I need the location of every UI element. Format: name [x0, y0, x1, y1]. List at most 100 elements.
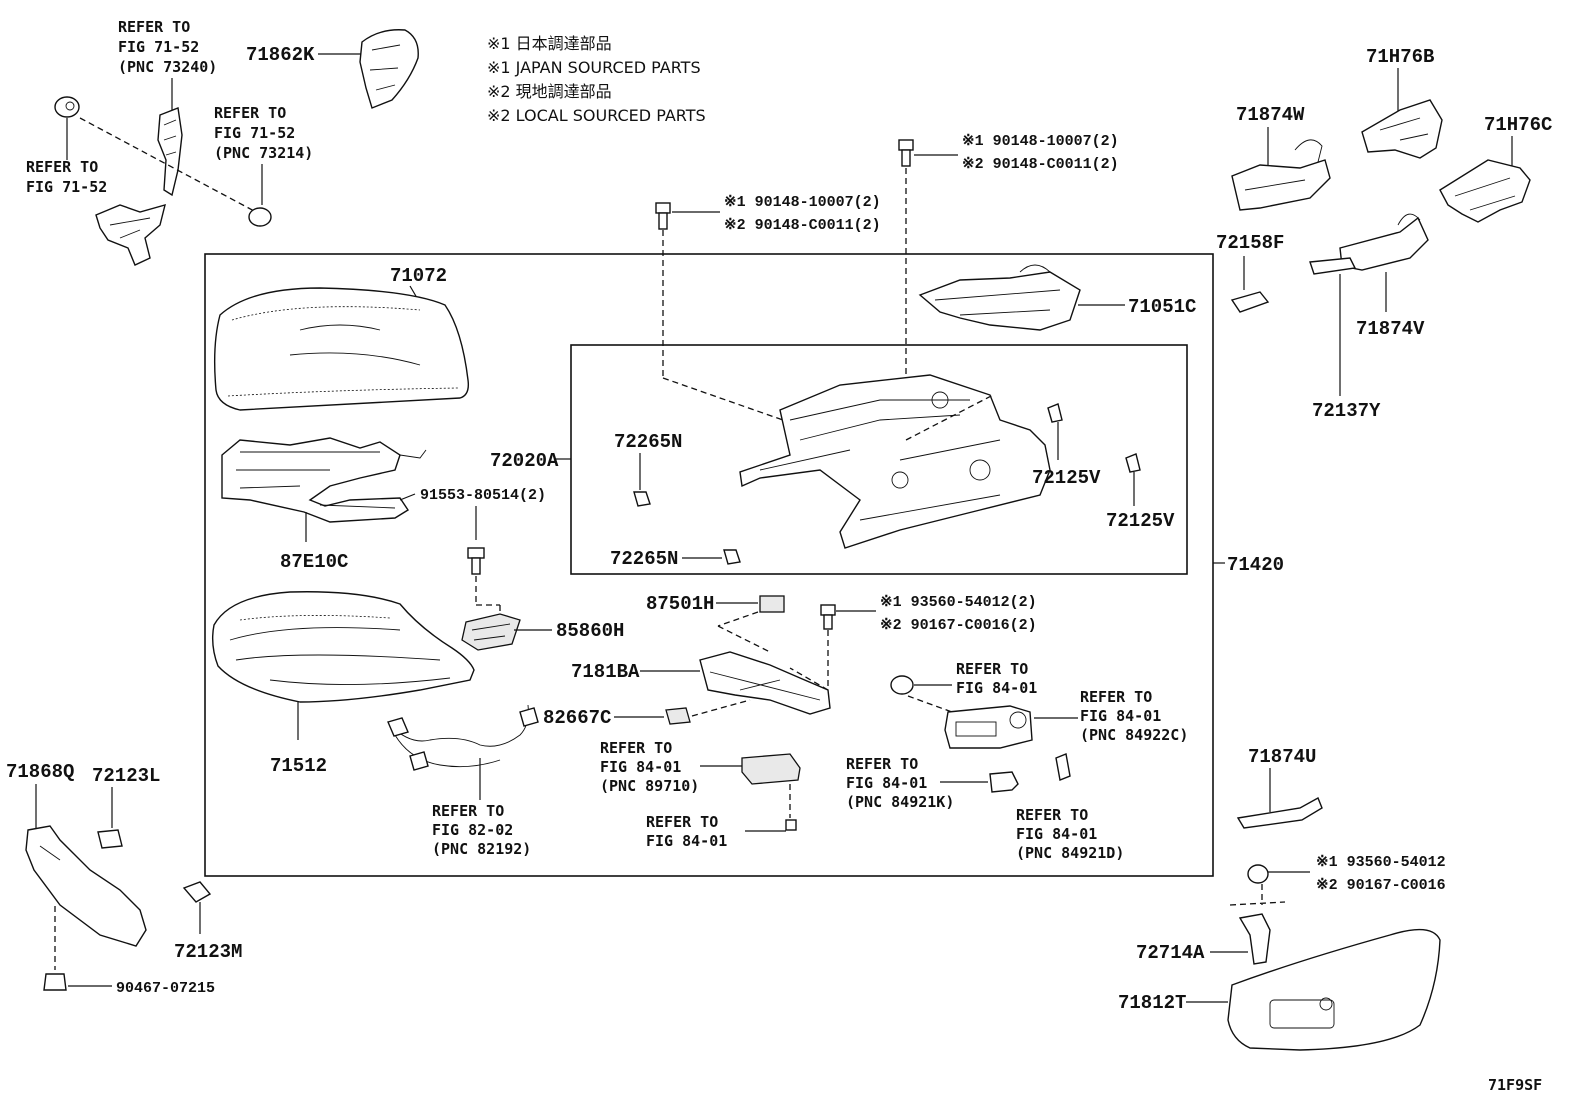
part-number-87501H[interactable]: 87501H — [646, 593, 714, 615]
ref-fig-71-52-pnc-73240[interactable]: REFER TO FIG 71-52 (PNC 73240) — [118, 18, 217, 76]
part-71874W: 71874W — [1231, 104, 1331, 211]
clip-72125V-upper: 72125V — [1032, 403, 1101, 489]
svg-text:(PNC 82192): (PNC 82192) — [432, 840, 531, 858]
part-72137Y: 72137Y — [1309, 257, 1381, 422]
bolt-90148-c0011-lower[interactable]: ※2 90148-C0011(2) — [724, 217, 881, 234]
part-number-72265N-upper[interactable]: 72265N — [614, 431, 682, 453]
part-number-71874U[interactable]: 71874U — [1248, 746, 1316, 768]
clip-ring-icon — [248, 207, 272, 227]
part-number-91553-80514[interactable]: 91553-80514(2) — [420, 487, 546, 504]
ref-fig-84-01-pnc-84921d[interactable]: REFER TO FIG 84-01 (PNC 84921D) — [1016, 806, 1124, 862]
svg-text:FIG 84-01: FIG 84-01 — [846, 774, 927, 792]
part-number-72158F[interactable]: 72158F — [1216, 232, 1284, 254]
seatbelt-buckle-group: REFER TO FIG 71-52 (PNC 73240) REFER TO … — [26, 18, 313, 266]
ref-fig-82-02-pnc-82192[interactable]: REFER TO FIG 82-02 (PNC 82192) — [432, 802, 531, 858]
svg-text:(PNC 84921D): (PNC 84921D) — [1016, 844, 1124, 862]
harness-bracket-illustration — [95, 204, 166, 266]
svg-text:FIG 84-01: FIG 84-01 — [1016, 825, 1097, 843]
svg-text:FIG 71-52: FIG 71-52 — [118, 38, 199, 56]
svg-text:FIG 71-52: FIG 71-52 — [26, 178, 107, 196]
side-cover-71812T: 71812T — [1118, 928, 1441, 1051]
wire-harness-82192: REFER TO FIG 82-02 (PNC 82192) — [387, 704, 539, 858]
part-71H76C: 71H76C — [1439, 114, 1552, 223]
note-local-en: ※2 LOCAL SOURCED PARTS — [487, 106, 706, 125]
part-number-71874W[interactable]: 71874W — [1236, 104, 1305, 126]
buckle-illustration — [157, 107, 183, 197]
bracket-7181BA: 7181BA — [571, 651, 831, 715]
svg-text:FIG 84-01: FIG 84-01 — [1080, 707, 1161, 725]
switch-84922C: REFER TO FIG 84-01 REFER TO FIG 84-01 (P… — [890, 660, 1188, 749]
note-japan-jp: ※1 日本調達部品 — [487, 34, 612, 53]
part-number-71H76B[interactable]: 71H76B — [1366, 46, 1434, 68]
part-number-72123M[interactable]: 72123M — [174, 941, 242, 963]
bolt-90148-upper: ※1 90148-10007(2) ※2 90148-C0011(2) — [898, 133, 1119, 440]
part-72714A: 72714A — [1136, 913, 1271, 965]
svg-text:REFER TO: REFER TO — [1080, 688, 1152, 706]
svg-text:(PNC 73240): (PNC 73240) — [118, 58, 217, 76]
module-85860H: 85860H — [461, 613, 624, 651]
part-number-85860H[interactable]: 85860H — [556, 620, 624, 642]
ref-fig-71-52[interactable]: REFER TO FIG 71-52 — [26, 158, 107, 196]
part-number-82667C[interactable]: 82667C — [543, 707, 611, 729]
part-number-71H76C[interactable]: 71H76C — [1484, 114, 1552, 136]
svg-text:REFER TO: REFER TO — [432, 802, 504, 820]
clip-72265N-lower: 72265N — [610, 548, 741, 570]
screw-91553 — [467, 547, 501, 622]
part-number-87E10C[interactable]: 87E10C — [280, 551, 348, 573]
bolt-90148-c0011-upper[interactable]: ※2 90148-C0011(2) — [962, 156, 1119, 173]
part-number-71072[interactable]: 71072 — [390, 265, 447, 287]
svg-text:(PNC 84922C): (PNC 84922C) — [1080, 726, 1188, 744]
clip-72123M: 72123M — [174, 881, 242, 963]
seat-track-72020A: 72020A — [490, 374, 1051, 549]
part-number-71512[interactable]: 71512 — [270, 755, 327, 777]
svg-text:REFER TO: REFER TO — [646, 813, 718, 831]
svg-text:FIG 71-52: FIG 71-52 — [214, 124, 295, 142]
ref-fig-84-01-pnc-84921k[interactable]: REFER TO FIG 84-01 (PNC 84921K) — [846, 755, 954, 811]
part-number-71812T[interactable]: 71812T — [1118, 992, 1186, 1014]
ref-fig-84-01-pnc-89710[interactable]: REFER TO FIG 84-01 (PNC 89710) — [600, 739, 699, 795]
ref-fig-71-52-pnc-73214[interactable]: REFER TO FIG 71-52 (PNC 73214) — [214, 104, 313, 162]
bolt-90148-lower: ※1 90148-10007(2) ※2 90148-C0011(2) — [655, 194, 881, 441]
ref-fig-84-01-screw[interactable]: REFER TO FIG 84-01 — [646, 813, 727, 850]
sourcing-notes: ※1 日本調達部品 ※1 JAPAN SOURCED PARTS ※2 現地調達… — [487, 34, 706, 125]
bolt-93560-54012-lower[interactable]: ※1 93560-54012 — [1316, 854, 1446, 871]
clip-72125V-lower: 72125V — [1106, 453, 1175, 532]
part-number-72125V-lower[interactable]: 72125V — [1106, 510, 1175, 532]
svg-text:REFER TO: REFER TO — [26, 158, 98, 176]
part-number-71051C[interactable]: 71051C — [1128, 296, 1196, 318]
grommet-icon — [54, 96, 80, 118]
note-local-jp: ※2 現地調達部品 — [487, 82, 612, 101]
svg-text:FIG 84-01: FIG 84-01 — [646, 832, 727, 850]
part-number-71874V[interactable]: 71874V — [1356, 318, 1425, 340]
svg-text:REFER TO: REFER TO — [118, 18, 190, 36]
figure-code: 71F9SF — [1488, 1076, 1542, 1094]
clip-72265N-upper: 72265N — [614, 431, 682, 507]
bolt-90167-c0016-center[interactable]: ※2 90167-C0016(2) — [880, 617, 1037, 634]
part-number-71862K[interactable]: 71862K — [246, 44, 315, 66]
part-87501H: 87501H — [646, 593, 785, 653]
heater-mat-87E10C: 87E10C 91553-80514(2) — [221, 437, 546, 573]
part-number-72020A[interactable]: 72020A — [490, 450, 559, 472]
bolt-93560: ※1 93560-54012(2) ※2 90167-C0016(2) — [789, 594, 1037, 691]
svg-text:REFER TO: REFER TO — [214, 104, 286, 122]
ref-fig-84-01-knob[interactable]: REFER TO FIG 84-01 — [956, 660, 1037, 697]
part-number-7181BA[interactable]: 7181BA — [571, 661, 640, 683]
seat-cover-71072: 71072 — [213, 265, 470, 411]
part-number-72714A[interactable]: 72714A — [1136, 942, 1205, 964]
part-number-72265N-lower[interactable]: 72265N — [610, 548, 678, 570]
part-number-90467-07215[interactable]: 90467-07215 — [116, 980, 215, 997]
bolt-90148-10007-upper[interactable]: ※1 90148-10007(2) — [962, 133, 1119, 150]
bolt-90167-c0016-lower[interactable]: ※2 90167-C0016 — [1316, 877, 1446, 894]
part-number-72125V-upper[interactable]: 72125V — [1032, 467, 1101, 489]
bolt-90148-10007-lower[interactable]: ※1 90148-10007(2) — [724, 194, 881, 211]
part-71874V: 71874V — [1339, 213, 1429, 340]
bolt-93560-54012-center[interactable]: ※1 93560-54012(2) — [880, 594, 1037, 611]
part-number-72137Y[interactable]: 72137Y — [1312, 400, 1381, 422]
part-number-72123L[interactable]: 72123L — [92, 765, 160, 787]
ref-fig-84-01-pnc-84922c[interactable]: REFER TO FIG 84-01 (PNC 84922C) — [1080, 688, 1188, 744]
part-number-71420[interactable]: 71420 — [1227, 554, 1284, 576]
part-71H76B: 71H76B — [1361, 46, 1443, 159]
svg-text:FIG 84-01: FIG 84-01 — [956, 679, 1037, 697]
part-number-71868Q[interactable]: 71868Q — [6, 761, 74, 783]
switch-84921K: REFER TO FIG 84-01 (PNC 84921K) — [846, 755, 1019, 811]
